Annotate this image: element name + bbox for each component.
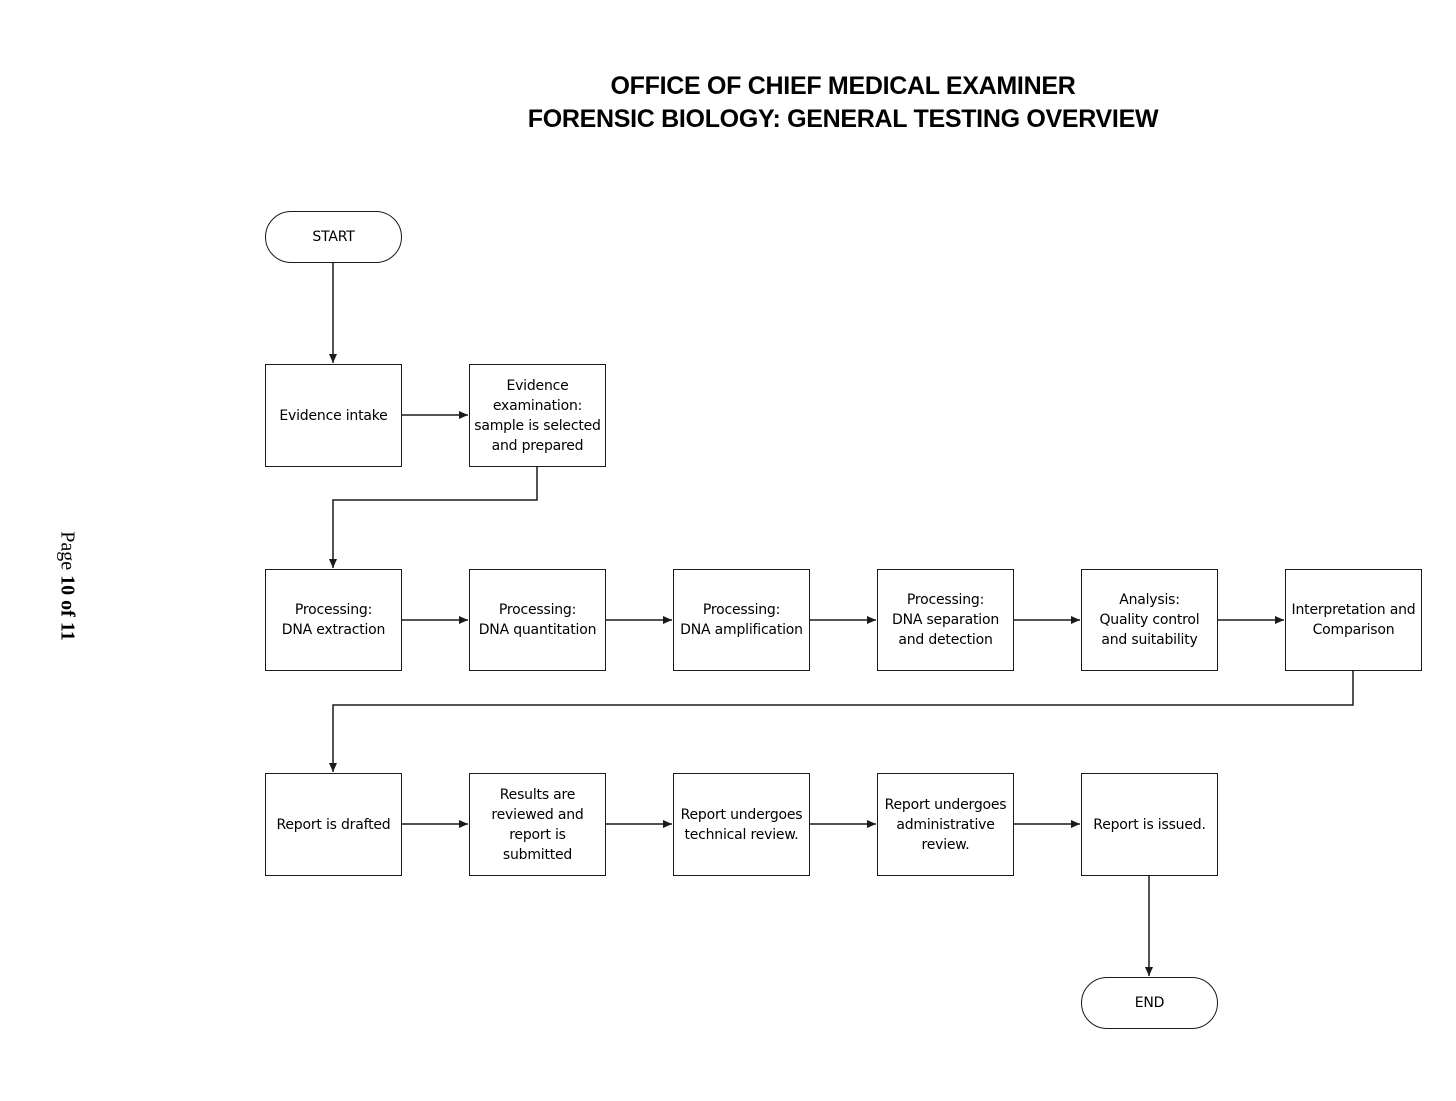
step-dna-quantitation-label: Processing: DNA quantitation xyxy=(478,602,597,638)
step-evidence-examination: Evidence examination: sample is selected… xyxy=(469,364,606,467)
step-interpretation: Interpretation and Comparison xyxy=(1285,569,1422,671)
step-analysis: Analysis: Quality control and suitabilit… xyxy=(1081,569,1218,671)
step-dna-extraction-label: Processing: DNA extraction xyxy=(281,602,386,638)
step-report-issued: Report is issued. xyxy=(1081,773,1218,876)
step-results-reviewed-label: Results are reviewed and report is submi… xyxy=(491,786,584,863)
step-administrative-review-label: Report undergoes administrative review. xyxy=(884,796,1007,853)
document-title-line-1: OFFICE OF CHIEF MEDICAL EXAMINER xyxy=(610,72,1076,100)
document-title-line-2: FORENSIC BIOLOGY: GENERAL TESTING OVERVI… xyxy=(527,105,1159,133)
step-dna-amplification-label: Processing: DNA amplification xyxy=(680,602,803,638)
step-dna-separation-label: Processing: DNA separation and detection xyxy=(891,592,999,648)
step-technical-review: Report undergoes technical review. xyxy=(673,773,810,876)
arrow-interpretation-to-drafted xyxy=(329,671,1354,772)
step-evidence-intake: Evidence intake xyxy=(265,364,402,467)
step-dna-quantitation: Processing: DNA quantitation xyxy=(469,569,606,671)
end-label: END xyxy=(1134,995,1165,1011)
start-label: START xyxy=(312,229,355,245)
step-evidence-examination-label: Evidence examination: sample is selected… xyxy=(474,377,601,454)
start-terminal: START xyxy=(265,211,402,263)
step-administrative-review: Report undergoes administrative review. xyxy=(877,773,1014,876)
step-report-drafted: Report is drafted xyxy=(265,773,402,876)
step-analysis-label: Analysis: Quality control and suitabilit… xyxy=(1099,592,1200,648)
step-report-issued-label: Report is issued. xyxy=(1093,816,1206,833)
end-terminal: END xyxy=(1081,977,1218,1029)
step-dna-extraction: Processing: DNA extraction xyxy=(265,569,402,671)
arrow-examination-to-extraction xyxy=(329,467,538,568)
step-dna-separation: Processing: DNA separation and detection xyxy=(877,569,1014,671)
step-interpretation-label: Interpretation and Comparison xyxy=(1291,602,1416,638)
step-dna-amplification: Processing: DNA amplification xyxy=(673,569,810,671)
step-technical-review-label: Report undergoes technical review. xyxy=(680,806,803,843)
step-report-drafted-label: Report is drafted xyxy=(276,816,391,833)
step-results-reviewed: Results are reviewed and report is submi… xyxy=(469,773,606,876)
step-evidence-intake-label: Evidence intake xyxy=(279,407,388,424)
